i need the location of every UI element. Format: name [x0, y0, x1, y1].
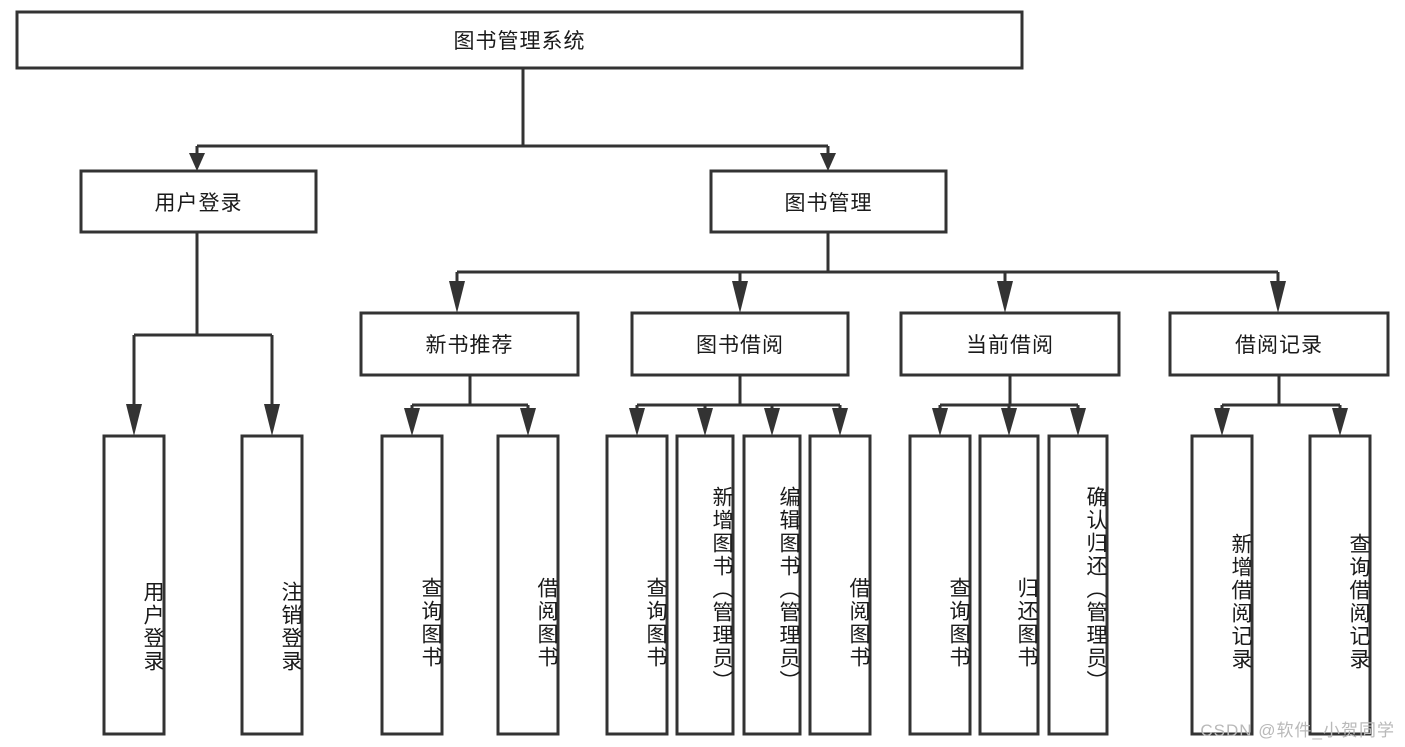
arrow-head-borrow: [732, 281, 748, 313]
arrow-head-leaf1: [126, 404, 142, 436]
node-current[interactable]: [899, 311, 1121, 377]
arrow-head-records: [1270, 281, 1286, 313]
node-login[interactable]: [79, 169, 318, 234]
node-leaf5[interactable]: [605, 434, 669, 736]
node-records[interactable]: [1168, 311, 1390, 377]
arrow-head-leaf3: [404, 408, 420, 436]
node-newbook[interactable]: [359, 311, 580, 377]
arrow-head-leaf5: [629, 408, 645, 436]
node-leaf10[interactable]: [978, 434, 1040, 736]
arrow-head-leaf10: [1001, 408, 1017, 436]
node-leaf8[interactable]: [808, 434, 872, 736]
node-leaf9[interactable]: [908, 434, 972, 736]
node-leaf11[interactable]: [1047, 434, 1109, 736]
node-leaf6[interactable]: [675, 434, 735, 736]
node-box-layer: [15, 10, 1390, 736]
arrow-head-leaf8: [832, 408, 848, 436]
arrow-head-current: [997, 281, 1013, 313]
node-leaf1[interactable]: [102, 434, 166, 736]
arrow-head-login: [189, 153, 205, 171]
arrow-head-newbook: [449, 281, 465, 313]
node-bookmgmt[interactable]: [709, 169, 948, 234]
node-root[interactable]: [15, 10, 1024, 70]
arrow-head-leaf2: [264, 404, 280, 436]
arrow-head-leaf7: [764, 408, 780, 436]
node-leaf13[interactable]: [1308, 434, 1372, 736]
arrow-head-bookmgmt: [820, 153, 836, 171]
node-leaf7[interactable]: [742, 434, 802, 736]
connector-layer: [126, 68, 1348, 436]
node-leaf2[interactable]: [240, 434, 304, 736]
node-leaf3[interactable]: [380, 434, 444, 736]
arrow-head-leaf6: [697, 408, 713, 436]
arrow-head-leaf11: [1070, 408, 1086, 436]
node-leaf12[interactable]: [1190, 434, 1254, 736]
arrow-head-leaf12: [1214, 408, 1230, 436]
arrow-head-leaf4: [520, 408, 536, 436]
node-borrow[interactable]: [630, 311, 850, 377]
arrow-head-leaf13: [1332, 408, 1348, 436]
node-leaf4[interactable]: [496, 434, 560, 736]
arrow-head-leaf9: [932, 408, 948, 436]
